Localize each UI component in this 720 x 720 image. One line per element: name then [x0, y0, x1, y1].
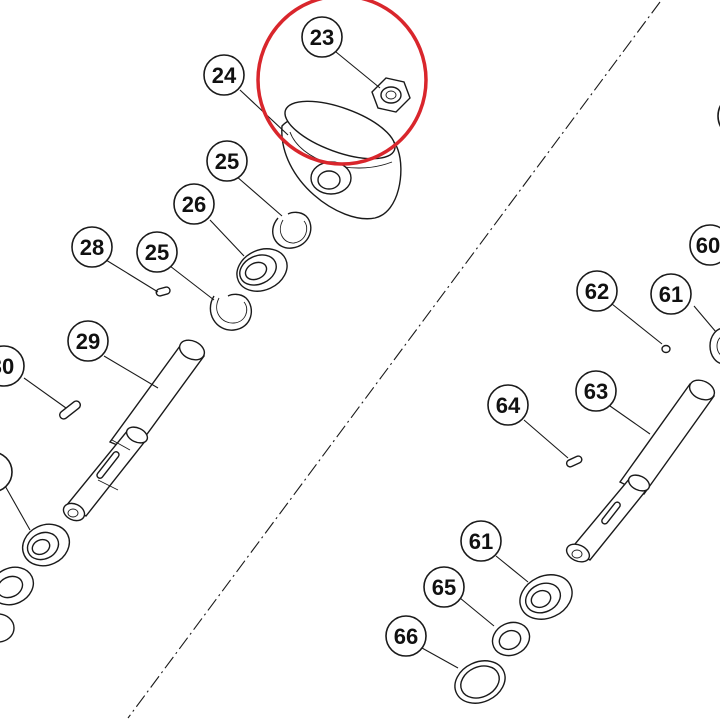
- part-bearing-left-bottom[interactable]: [0, 560, 40, 611]
- callout-64[interactable]: 64: [487, 384, 529, 426]
- callout-label: 30: [0, 354, 14, 379]
- part-66-seal[interactable]: [448, 653, 512, 711]
- part-24-pulley[interactable]: [278, 89, 402, 220]
- part-23-hex-nut[interactable]: [371, 77, 411, 113]
- callout-24[interactable]: 24: [203, 54, 245, 96]
- part-29-shaft[interactable]: [61, 336, 208, 524]
- part-26-bearing[interactable]: [230, 241, 294, 299]
- part-25-circlip-upper[interactable]: [272, 211, 312, 249]
- callout-29[interactable]: 29: [67, 320, 109, 362]
- callout-label: 65: [432, 575, 456, 600]
- callout-label: 63: [584, 379, 608, 404]
- highlight-circle: [256, 0, 428, 166]
- callout-label: 29: [76, 329, 100, 354]
- callout-62[interactable]: 62: [576, 270, 618, 312]
- callout-25-lower[interactable]: 25: [136, 231, 178, 273]
- callout-66[interactable]: 66: [385, 615, 427, 657]
- part-bearing-left-lower[interactable]: [16, 517, 76, 574]
- part-64-key[interactable]: [565, 455, 583, 468]
- part-62-pin[interactable]: [661, 344, 671, 354]
- callout-label: 24: [212, 63, 237, 88]
- callout-63[interactable]: 63: [575, 370, 617, 412]
- part-ring-left-bottom[interactable]: [0, 613, 15, 643]
- part-28-key[interactable]: [155, 286, 171, 297]
- callout-label: 25: [145, 240, 169, 265]
- callout-label: 61: [469, 529, 493, 554]
- callout-60[interactable]: 60: [689, 224, 720, 266]
- callout-25-upper[interactable]: 25: [206, 140, 248, 182]
- callout-label: 62: [585, 279, 609, 304]
- callout-23[interactable]: 23: [301, 16, 343, 58]
- part-25-circlip-lower[interactable]: [209, 293, 253, 331]
- callout-label: 28: [80, 235, 104, 260]
- callout-28[interactable]: 28: [71, 226, 113, 268]
- part-61-bearing-upper[interactable]: [709, 328, 720, 364]
- callout-61-upper[interactable]: 61: [650, 273, 692, 315]
- callout-label: 25: [215, 149, 239, 174]
- section-divider-line: [127, 1, 661, 719]
- part-65-ring[interactable]: [487, 616, 535, 661]
- callout-label: 61: [659, 282, 683, 307]
- callout-label: 66: [394, 624, 418, 649]
- callout-30[interactable]: 30: [0, 345, 25, 387]
- callout-label: 26: [182, 192, 206, 217]
- callout-61-lower[interactable]: 61: [460, 520, 502, 562]
- callout-label: 64: [496, 393, 521, 418]
- callout-partial-left[interactable]: [0, 452, 13, 492]
- part-61-bearing-lower[interactable]: [513, 567, 580, 628]
- leader-lines: [3, 51, 717, 669]
- callout-65[interactable]: 65: [423, 566, 465, 608]
- callout-label: 60: [696, 233, 720, 258]
- callout-26[interactable]: 26: [173, 183, 215, 225]
- part-63-shaft[interactable]: [564, 376, 718, 565]
- part-30-key[interactable]: [58, 399, 82, 420]
- callout-label: 23: [310, 25, 334, 50]
